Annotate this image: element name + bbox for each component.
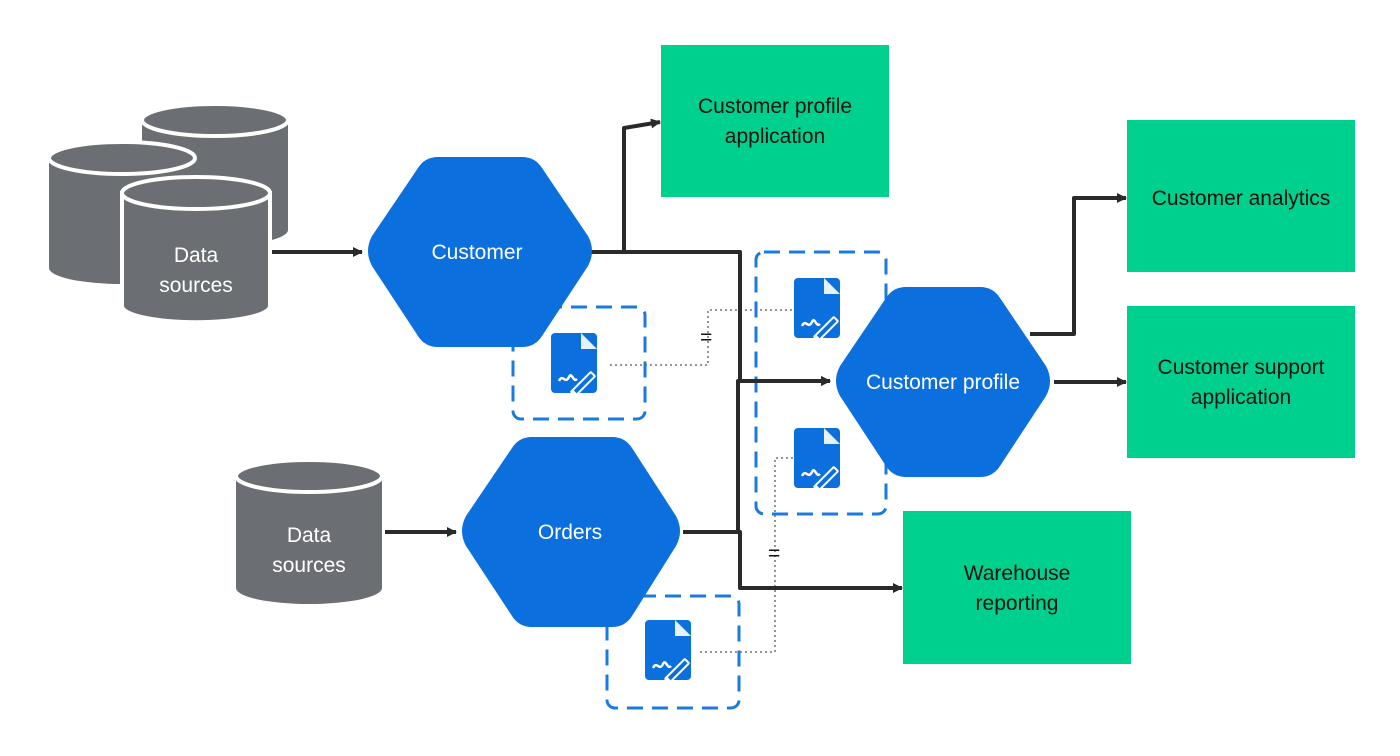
data-product-customer: Customer — [368, 157, 592, 347]
data-sources-top-line1: Data — [174, 244, 219, 267]
data-sources-top-line2: sources — [159, 274, 233, 297]
consumer-customer-analytics: Customer analytics — [1127, 120, 1355, 272]
contract-signature-icon — [792, 276, 842, 344]
consumer-support-app-line1: Customer support — [1158, 356, 1325, 379]
product-customer-profile-label: Customer profile — [866, 371, 1020, 394]
data-product-orders: Orders — [462, 437, 680, 627]
arrow-customer-to-profile-app — [590, 118, 661, 254]
database-icon — [120, 175, 272, 325]
data-sources-bottom-line2: sources — [272, 554, 346, 577]
contract-link-lower — [700, 457, 800, 653]
data-sources-bottom-line1: Data — [287, 524, 332, 547]
data-sources-top: Data sources — [47, 102, 290, 325]
arrow-profile-to-analytics — [1030, 193, 1127, 336]
equals-upper: = — [700, 326, 712, 349]
consumer-support-app-line2: application — [1191, 386, 1291, 409]
product-customer-label: Customer — [431, 241, 522, 264]
contract-signature-icon — [549, 331, 599, 399]
contract-signature-icon — [643, 618, 693, 686]
contract-signature-icon — [792, 426, 842, 494]
data-product-customer-profile: Customer profile — [836, 287, 1050, 477]
consumer-warehouse-line2: reporting — [976, 592, 1059, 615]
consumer-profile-app-line1: Customer profile — [698, 95, 852, 118]
product-orders-label: Orders — [538, 521, 602, 544]
contract-box-customer — [511, 305, 647, 421]
consumer-analytics-line1: Customer analytics — [1152, 187, 1331, 210]
consumer-warehouse-reporting: Warehouse reporting — [903, 511, 1131, 664]
data-sources-bottom: Data sources — [234, 458, 384, 604]
database-icon — [234, 458, 384, 604]
consumer-customer-support-application: Customer support application — [1127, 306, 1355, 458]
consumer-warehouse-line1: Warehouse — [964, 562, 1071, 585]
arrow-orders-to-warehouse — [683, 530, 903, 593]
equals-lower: = — [768, 542, 780, 565]
consumer-profile-app-line2: application — [725, 125, 825, 148]
contract-box-orders — [605, 594, 741, 710]
contract-link-upper — [610, 309, 800, 366]
consumer-customer-profile-application: Customer profile application — [661, 45, 889, 197]
